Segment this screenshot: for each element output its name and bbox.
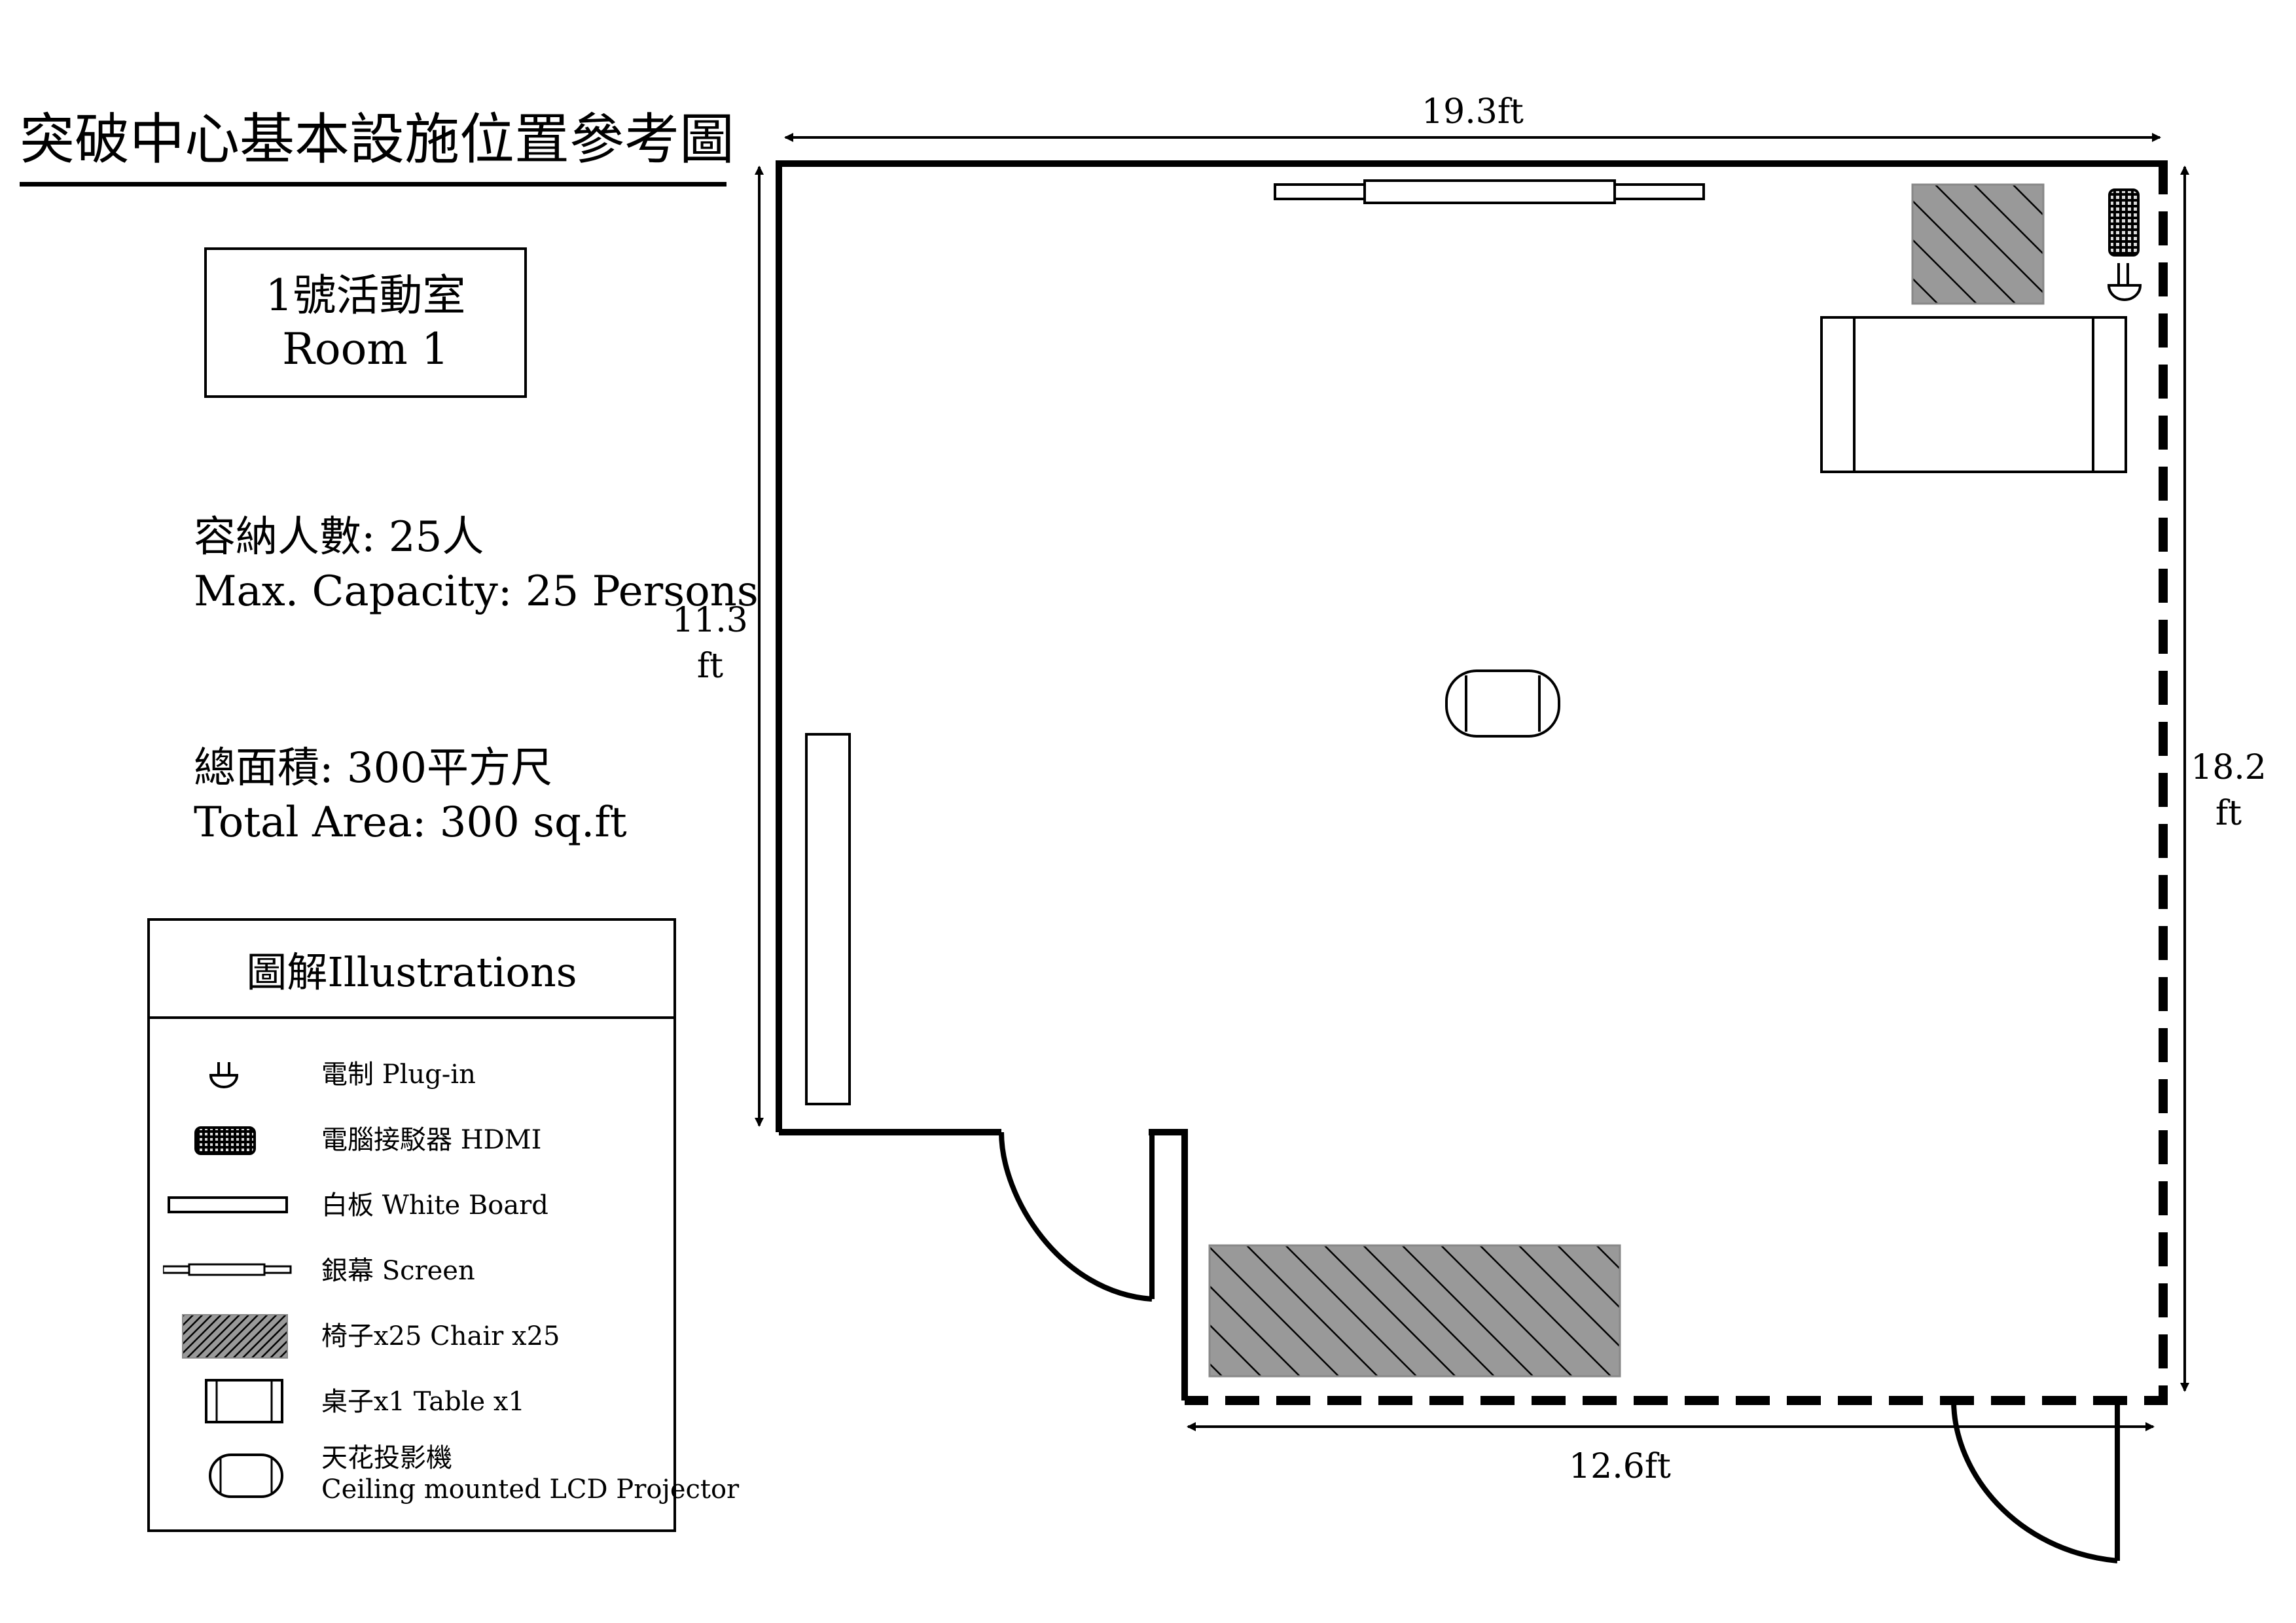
table [1820,316,2127,473]
legend-label-screen: 銀幕 Screen [321,1256,475,1286]
chairs-top-right [1911,183,2045,305]
table-icon [205,1379,283,1423]
screen [1274,179,1705,204]
room-name-en: Room 1 [282,324,449,374]
whiteboard-icon [168,1196,288,1213]
title-underline [20,182,726,187]
capacity-en: Max. Capacity: 25 Persons [194,567,759,616]
hdmi-icon [194,1126,256,1155]
area-info: 總面積: 300平方尺 Total Area: 300 sq.ft [194,741,627,850]
wall-solid-top-left [776,160,2163,1132]
room-name-zh: 1號活動室 [265,270,466,321]
legend-label-chairs: 椅子x25 Chair x25 [321,1321,560,1351]
legend-label-hdmi: 電腦接駁器 HDMI [321,1125,542,1155]
legend-label-projector-en: Ceiling mounted LCD Projector [321,1474,740,1505]
ceiling-projector [1445,669,1560,738]
door-right-swing [1951,1400,2118,1563]
area-en: Total Area: 300 sq.ft [194,798,627,847]
plug-icon [209,1062,239,1088]
legend-title: 圖解Illustrations [150,921,673,1019]
hdmi-port [2108,188,2140,257]
page-title: 突破中心基本設施位置參考圖 [20,107,735,171]
dimension-arrows [755,133,2189,1431]
dimension-label-top: 19.3ft [1422,92,1524,132]
legend-item-whiteboard: 白板 White Board [150,1176,673,1235]
legend-item-screen: 銀幕 Screen [150,1241,673,1300]
room-name-box: 1號活動室 Room 1 [204,247,527,398]
legend-item-table: 桌子x1 Table x1 [150,1372,673,1431]
screen-icon [163,1263,292,1276]
chairs-icon [182,1314,288,1359]
plug-outlet [2107,263,2142,301]
dimension-label-left-unit: ft [697,647,723,686]
legend-item-projector: 天花投影機 Ceiling mounted LCD Projector [150,1438,739,1510]
chairs-bottom [1208,1244,1621,1378]
legend-label-whiteboard: 白板 White Board [321,1190,548,1221]
wall-inner-step [1149,1129,1188,1400]
legend-box: 圖解Illustrations 電制 Plug-in 電腦接駁器 HDMI 白板… [147,918,739,1532]
wall-dashed-right-bottom [1185,160,2168,1405]
legend-label-projector-zh: 天花投影機 [321,1443,452,1473]
dimension-label-left-value: 11.3 [672,601,748,640]
whiteboard [805,733,851,1105]
legend-label-table: 桌子x1 Table x1 [321,1387,525,1417]
dimension-label-right-unit: ft [2215,794,2242,833]
area-zh: 總面積: 300平方尺 [194,744,553,793]
door-left-swing [999,1132,1153,1302]
capacity-info: 容納人數: 25人 Max. Capacity: 25 Persons [194,510,759,619]
dimension-label-right-value: 18.2 [2191,748,2267,787]
projector-icon [209,1454,283,1498]
dimension-label-bottom: 12.6ft [1569,1447,1671,1486]
capacity-zh: 容納人數: 25人 [194,513,484,562]
legend-label-plug: 電制 Plug-in [321,1060,476,1090]
legend-item-plug: 電制 Plug-in [150,1045,673,1104]
legend-item-chairs: 椅子x25 Chair x25 [150,1307,673,1366]
legend-item-hdmi: 電腦接駁器 HDMI [150,1111,673,1169]
